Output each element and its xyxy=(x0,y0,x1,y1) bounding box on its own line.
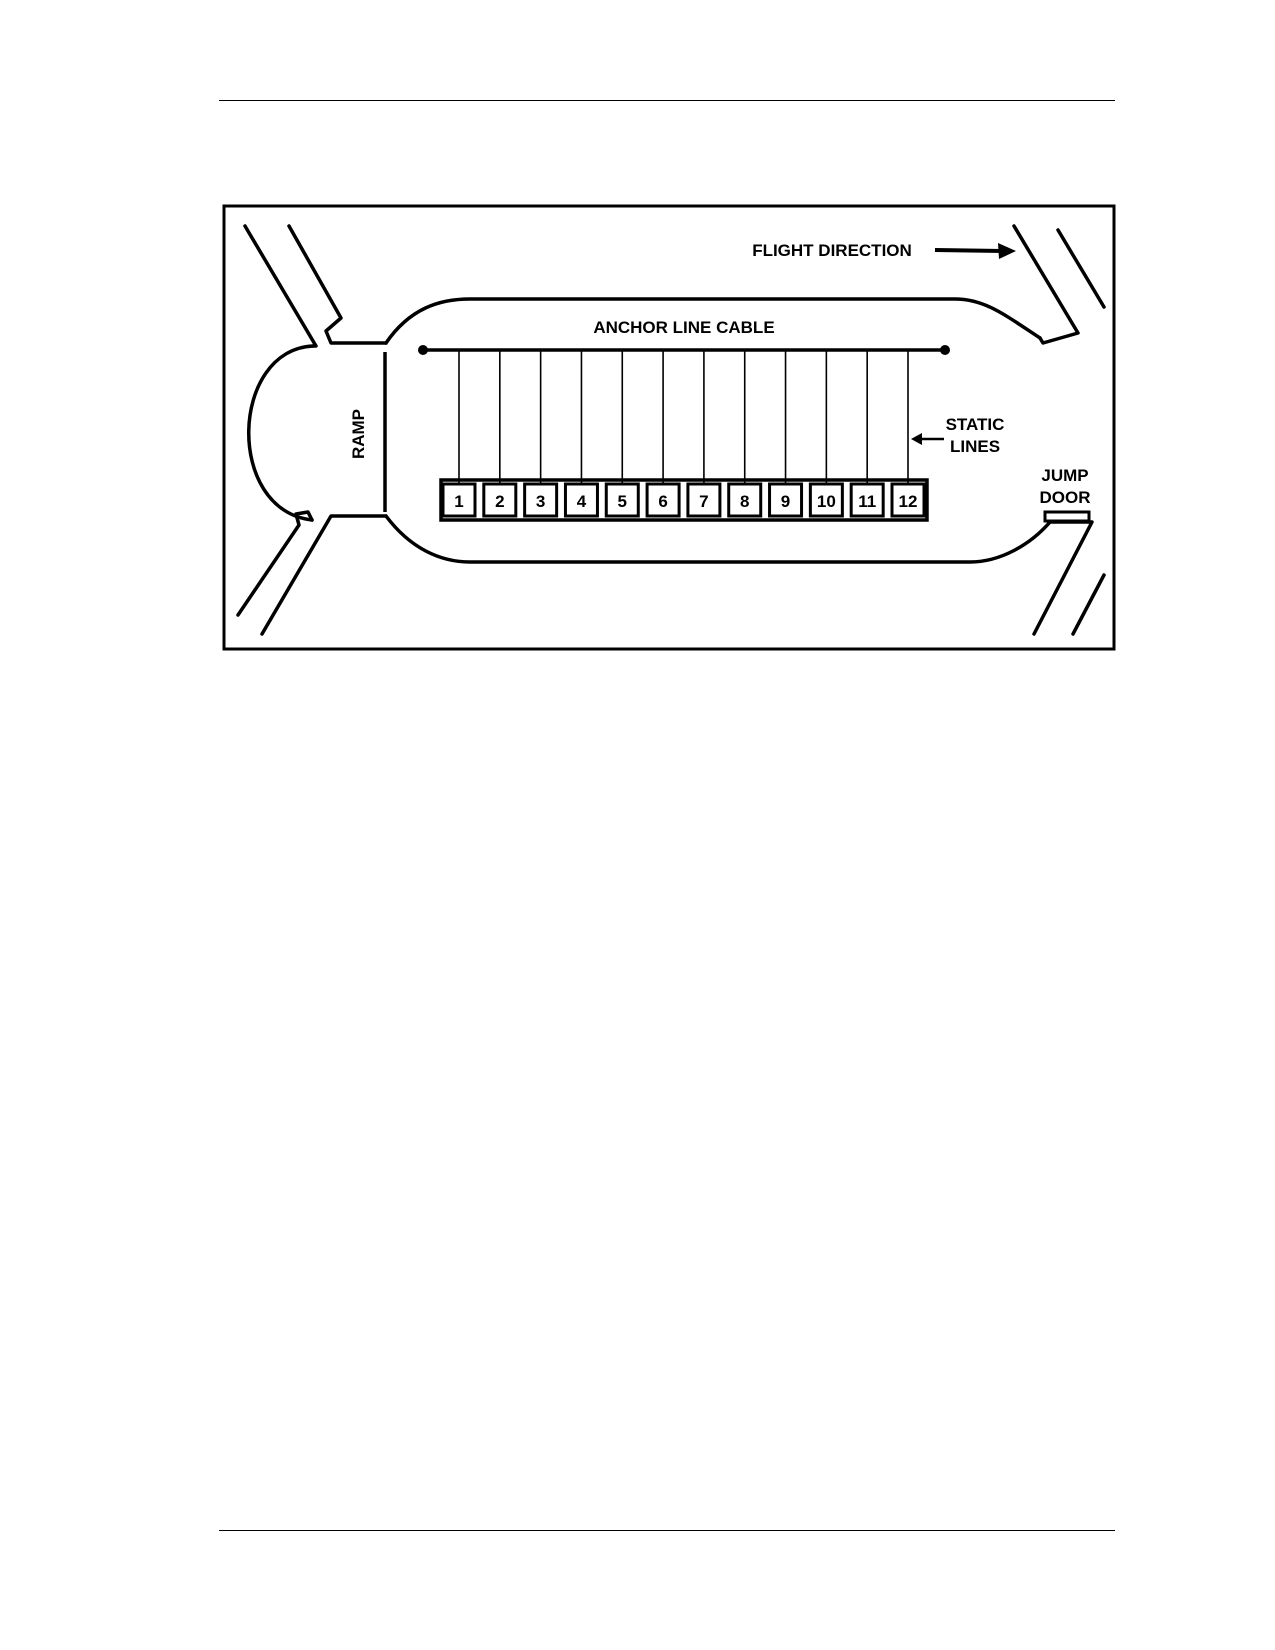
jumper-box: 4 xyxy=(563,482,599,518)
jumper-box: 10 xyxy=(808,482,844,518)
jumper-number: 3 xyxy=(536,492,545,511)
jumper-number: 1 xyxy=(454,492,463,511)
jumper-number: 8 xyxy=(740,492,749,511)
jumper-box: 3 xyxy=(523,482,559,518)
tail-cone xyxy=(247,344,315,522)
jumper-box-frame xyxy=(727,482,763,518)
jumper-number: 12 xyxy=(899,492,918,511)
figure-frame xyxy=(222,204,1116,651)
jumper-number: 9 xyxy=(781,492,790,511)
static-lines-label-line2: LINES xyxy=(950,437,1000,456)
jump-door-marker xyxy=(1043,510,1091,523)
static-lines-arrow-icon xyxy=(911,433,944,445)
right-wing-lower-inner xyxy=(1071,573,1106,636)
jumper-number: 2 xyxy=(495,492,504,511)
jump-door-label-line2: DOOR xyxy=(1040,488,1091,507)
jumper-number: 4 xyxy=(577,492,587,511)
jumper-box: 2 xyxy=(482,482,518,518)
flight-direction-arrow-icon xyxy=(934,243,1016,259)
jumper-number: 6 xyxy=(658,492,667,511)
ramp-label: RAMP xyxy=(349,409,368,459)
jumper-box-frame xyxy=(482,482,518,518)
header-rule xyxy=(219,100,1115,101)
jumper-number: 11 xyxy=(858,492,876,511)
right-wing-upper-inner xyxy=(1056,228,1106,309)
jumper-box-frame xyxy=(686,482,722,518)
jumper-number: 7 xyxy=(699,492,708,511)
right-wing-upper-outer xyxy=(1012,224,1080,345)
jumper-row xyxy=(439,478,929,522)
jumper-box: 5 xyxy=(604,482,640,518)
static-lines-group xyxy=(458,350,909,484)
left-stabilizer-upper-inner xyxy=(287,224,388,345)
jump-door-label-line1: JUMP xyxy=(1041,466,1088,485)
fuselage-bottom-line xyxy=(384,514,1052,564)
jumper-box: 1 xyxy=(441,482,477,518)
anchor-cable-end-left xyxy=(418,345,428,355)
anchor-cable-end-right xyxy=(940,345,950,355)
jumper-box: 11 xyxy=(849,482,885,518)
flight-direction-label: FLIGHT DIRECTION xyxy=(752,241,912,260)
jumper-box-frame xyxy=(768,482,804,518)
jumper-box-frame xyxy=(563,482,599,518)
static-lines-label-line1: STATIC xyxy=(946,415,1005,434)
jumper-box-frame xyxy=(890,482,926,518)
left-stabilizer-upper-outer xyxy=(243,224,318,348)
jumper-box-frame xyxy=(441,482,477,518)
fuselage-top-line xyxy=(384,297,1042,345)
jumper-box-frame xyxy=(645,482,681,518)
left-stabilizer-lower-outer xyxy=(236,510,314,617)
jumper-number: 5 xyxy=(618,492,627,511)
jumper-box: 7 xyxy=(686,482,722,518)
jumper-box: 12 xyxy=(890,482,926,518)
jumper-box: 9 xyxy=(768,482,804,518)
jumper-box-frame xyxy=(808,482,844,518)
anchor-line-cable-label: ANCHOR LINE CABLE xyxy=(593,318,774,337)
footer-rule xyxy=(219,1530,1115,1531)
jumper-box: 8 xyxy=(727,482,763,518)
jumper-number: 10 xyxy=(817,492,836,511)
left-stabilizer-lower-inner xyxy=(260,514,388,636)
jumper-box-frame xyxy=(523,482,559,518)
jumper-box-frame xyxy=(604,482,640,518)
jumper-box: 6 xyxy=(645,482,681,518)
jumper-box-frame xyxy=(849,482,885,518)
